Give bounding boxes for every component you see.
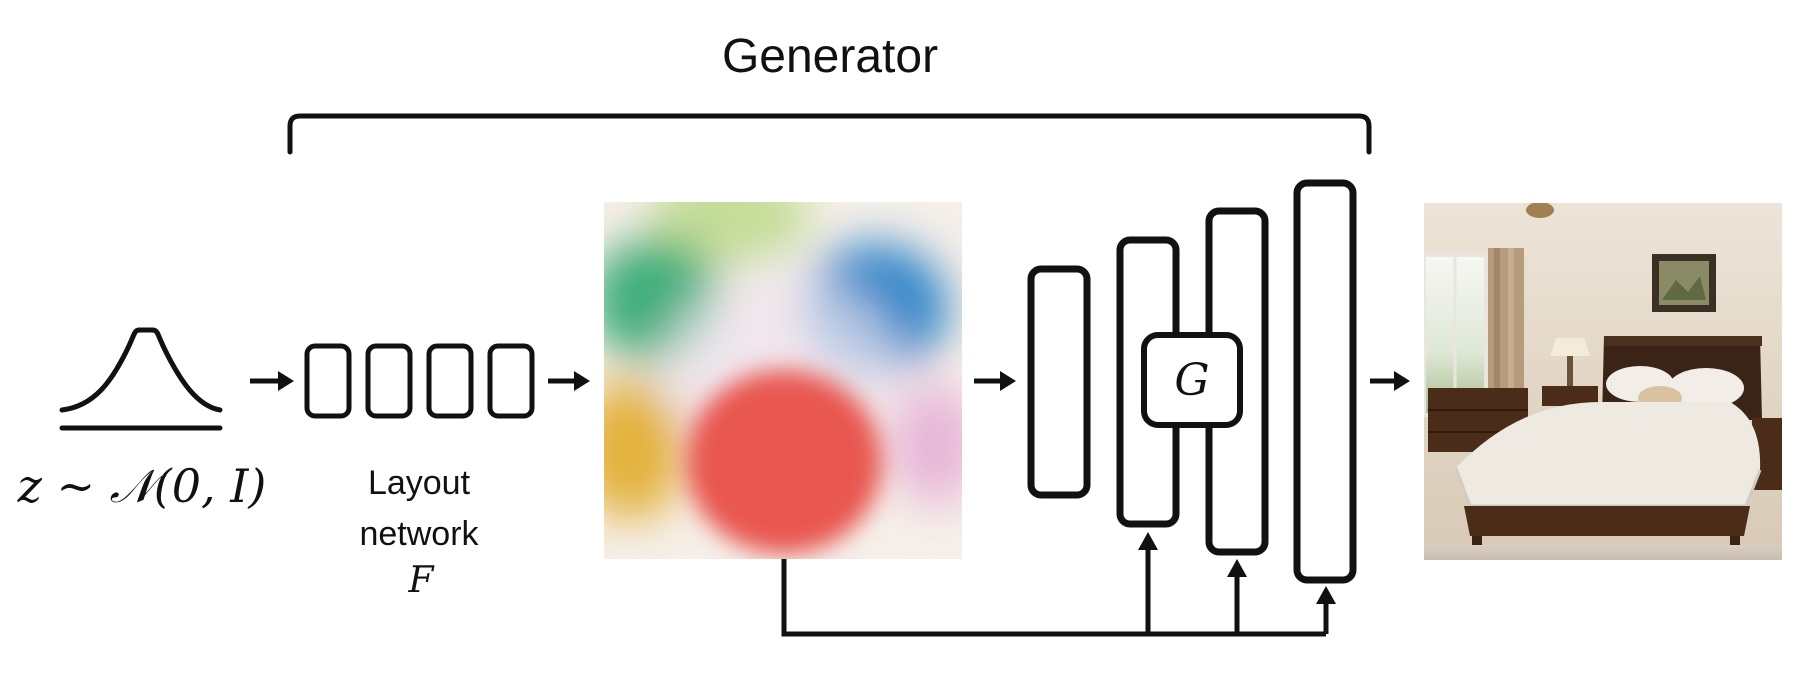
gaussian-distribution-icon (59, 327, 223, 431)
blob-red (686, 370, 882, 554)
generator-title: Generator (722, 30, 938, 83)
generated-bedroom-image (1424, 203, 1782, 560)
blob-yellow (604, 380, 685, 520)
latent-label: z ∼ 𝒩(0, I) (17, 459, 267, 513)
layout-network-block-1 (304, 343, 352, 419)
arrow-generator-to-output (1370, 371, 1410, 391)
generator-bracket (287, 113, 1372, 155)
generator-block-4 (1293, 179, 1357, 584)
arrow-layout-map-to-generator (974, 371, 1016, 391)
arrow-layout-network-to-layout-map (548, 371, 590, 391)
generator-g-symbol: G (1174, 355, 1209, 406)
arrow-latent-to-layout-network (250, 371, 294, 391)
layout-network-block-2 (365, 343, 413, 419)
skip-connection-arrowheads (1138, 532, 1336, 604)
layout-skip-connections (781, 548, 1329, 637)
layout-network-label-line2: network (359, 515, 479, 553)
layout-network-block-3 (426, 343, 474, 419)
generator-g-box (1141, 332, 1243, 428)
layout-network-symbol: F (408, 560, 436, 601)
blob-pink (890, 385, 962, 505)
layout-network-block-4 (487, 343, 535, 419)
generator-block-1 (1027, 265, 1091, 499)
layout-network-blocks (304, 343, 535, 419)
layout-blob-map (604, 202, 962, 559)
layout-network-label-line1: Layout (368, 464, 471, 502)
